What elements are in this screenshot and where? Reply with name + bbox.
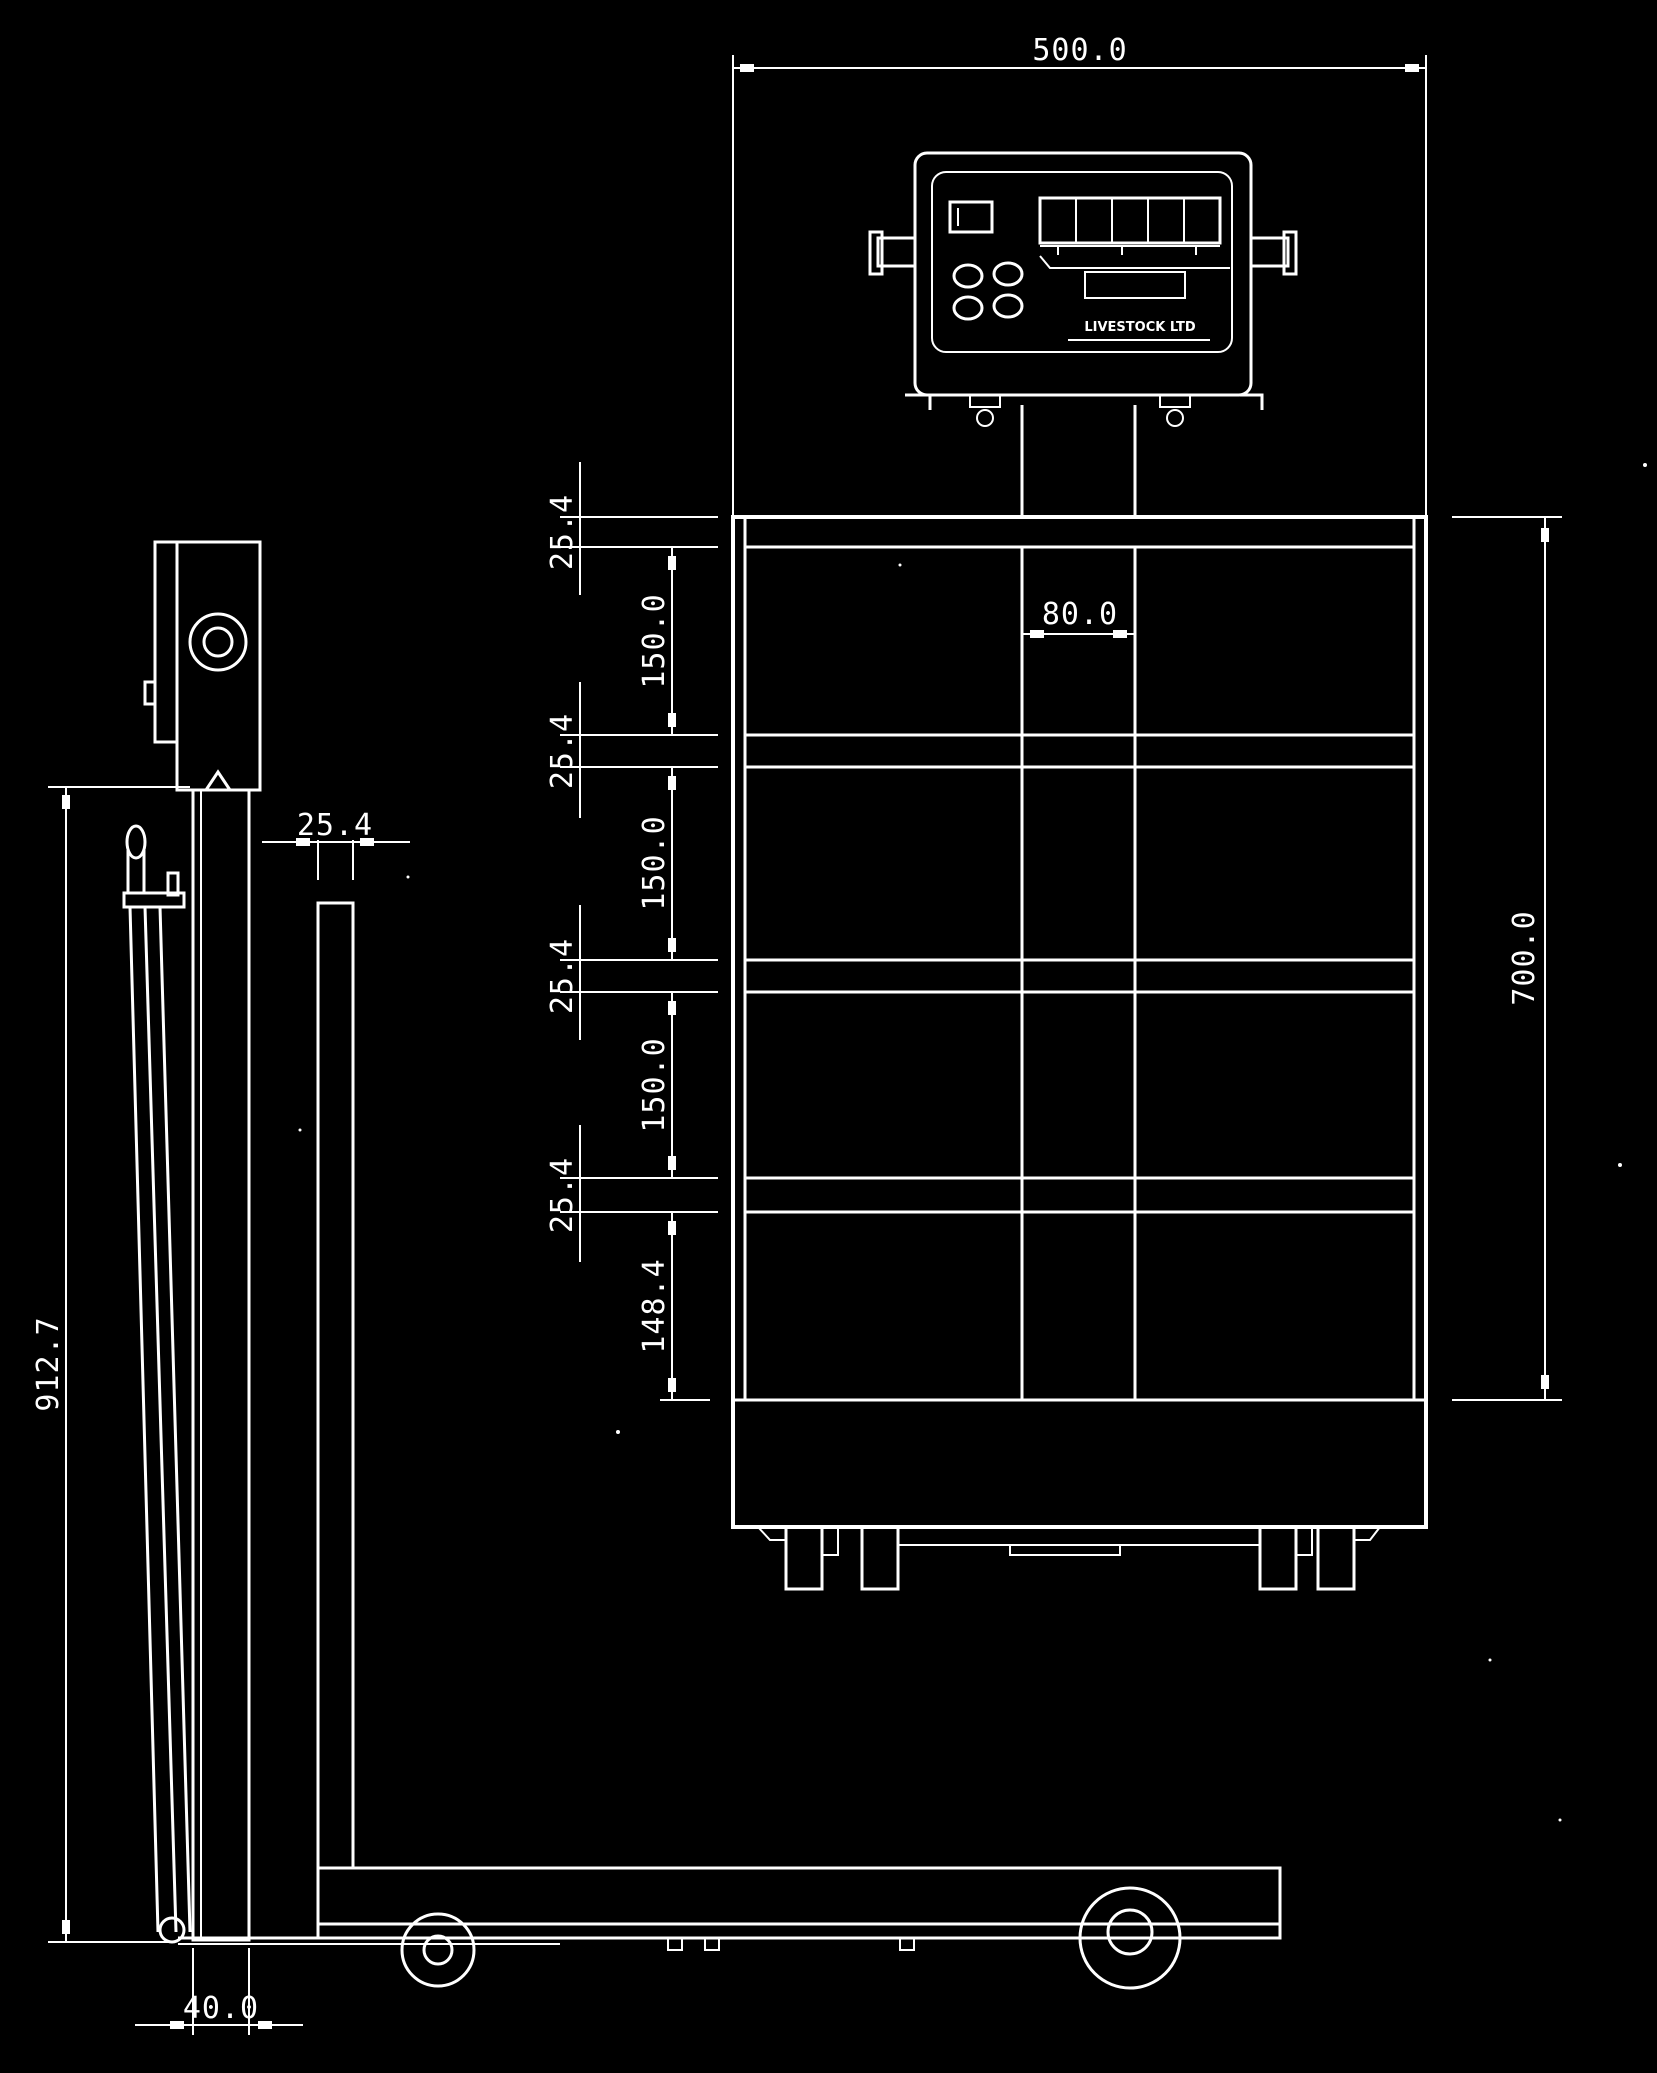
dim-label-bar-1: 25.4 <box>545 494 580 570</box>
left-knob <box>868 230 884 276</box>
dim-label-post-width: 25.4 <box>297 808 373 843</box>
rear-wheel <box>1078 1886 1182 1990</box>
dim-label-bar-3: 25.4 <box>545 938 580 1014</box>
front-wheel <box>400 1912 476 1988</box>
dim-label-gap-4: 148.4 <box>637 1258 672 1353</box>
side-view <box>122 540 1282 1990</box>
base-platform-top <box>316 1866 1282 1926</box>
digit-display <box>1038 196 1222 245</box>
dim-label-500: 500.0 <box>1032 33 1127 68</box>
indicator-face <box>931 171 1233 353</box>
indicator-knob <box>188 612 248 672</box>
side-post <box>191 788 251 1942</box>
dim-label-bar-4: 25.4 <box>545 1157 580 1233</box>
dim-label-80: 80.0 <box>1042 597 1118 632</box>
dim-label-gap-1: 150.0 <box>637 593 672 688</box>
indicator-side-body <box>175 540 262 792</box>
indicator-housing <box>913 151 1253 397</box>
dim-label-gap-2: 150.0 <box>637 815 672 910</box>
scan-noise <box>298 463 1647 1822</box>
front-feet <box>757 1525 1381 1591</box>
handle-bar <box>128 906 192 1933</box>
dim-label-700: 700.0 <box>1507 910 1542 1005</box>
platform-frame <box>731 515 1428 1529</box>
key-3 <box>952 295 984 321</box>
power-icon <box>948 200 994 234</box>
dim-label-912: 912.7 <box>31 1316 66 1411</box>
weighing-indicator: LIVESTOCK LTD <box>868 151 1298 427</box>
side-view-dimensions: 912.7 25.4 40.0 <box>31 786 410 2035</box>
brand-label: LIVESTOCK LTD <box>1084 320 1195 335</box>
left-knob-mount <box>876 236 917 268</box>
handle-bracket <box>122 891 186 909</box>
dim-label-gap-3: 150.0 <box>637 1037 672 1132</box>
dim-label-bar-2: 25.4 <box>545 713 580 789</box>
front-view: LIVESTOCK LTD <box>731 151 1428 1591</box>
front-view-dimensions: 500.0 80.0 700.0 <box>545 33 1562 1401</box>
key-1 <box>952 263 984 289</box>
indicator-side-plate <box>153 540 179 744</box>
key-4 <box>992 293 1024 319</box>
key-2 <box>992 261 1024 287</box>
rear-upright <box>316 901 355 1870</box>
brand-plate <box>1084 271 1186 299</box>
dim-label-base-width: 40.0 <box>183 1991 259 2026</box>
right-knob <box>1282 230 1298 276</box>
right-knob-mount <box>1249 236 1290 268</box>
